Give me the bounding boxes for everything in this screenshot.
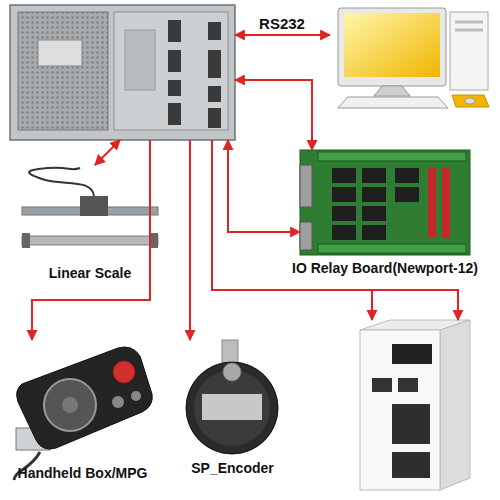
drive-display bbox=[392, 344, 432, 364]
relay bbox=[332, 187, 356, 202]
terminal-block bbox=[318, 244, 466, 253]
device-node: SP_Encoder bbox=[175, 340, 290, 455]
cable-arrow bbox=[189, 140, 191, 340]
capacitor-row bbox=[442, 168, 450, 238]
controller-panel bbox=[10, 5, 235, 140]
relay bbox=[395, 187, 419, 202]
cable-arrow bbox=[95, 140, 120, 165]
db-connector bbox=[300, 222, 312, 250]
handwheel bbox=[44, 379, 96, 431]
controller-board bbox=[114, 12, 228, 130]
relay bbox=[362, 225, 386, 240]
reading-head bbox=[80, 196, 108, 216]
device-node bbox=[10, 5, 235, 140]
pc-tower bbox=[450, 12, 488, 90]
device-node bbox=[360, 320, 470, 490]
port-connector bbox=[168, 103, 181, 125]
scale-bar bbox=[22, 236, 158, 245]
drive-port bbox=[372, 378, 392, 392]
selector-knob bbox=[131, 391, 141, 401]
port-connector bbox=[208, 22, 221, 40]
monitor-frame bbox=[338, 8, 446, 86]
terminal-block bbox=[318, 152, 466, 161]
monitor-screen bbox=[344, 13, 440, 77]
device-node: Handheld Box/MPG bbox=[10, 340, 155, 460]
estop-button bbox=[113, 361, 135, 383]
mpg-body bbox=[17, 347, 153, 449]
monitor-stand bbox=[374, 86, 410, 96]
connection-label: RS232 bbox=[259, 15, 305, 32]
relay bbox=[362, 187, 386, 202]
cable-arrow bbox=[32, 140, 150, 340]
mouse-pad bbox=[452, 95, 489, 107]
port-connector bbox=[208, 50, 221, 78]
port-connector bbox=[168, 20, 181, 42]
scale-end-cap bbox=[22, 233, 30, 248]
device-node bbox=[330, 5, 490, 110]
relay bbox=[362, 206, 386, 221]
scale-cable bbox=[29, 168, 94, 196]
selector-knob bbox=[112, 396, 124, 408]
port-connector bbox=[168, 50, 181, 72]
scale-end-cap bbox=[150, 233, 158, 248]
encoder-nameplate bbox=[202, 394, 262, 420]
drive-side bbox=[440, 320, 470, 490]
device-caption: Handheld Box/MPG bbox=[18, 465, 148, 481]
drive-connector bbox=[392, 452, 430, 478]
mouse bbox=[465, 98, 475, 104]
drive-connector bbox=[392, 404, 430, 444]
device-node: Linear Scale bbox=[20, 165, 160, 260]
cable-arrow bbox=[212, 140, 458, 320]
device-caption: IO Relay Board(Newport-12) bbox=[292, 260, 478, 276]
port-connector bbox=[168, 80, 181, 96]
cable-arrow bbox=[235, 80, 312, 150]
port-connector bbox=[208, 86, 221, 102]
relay bbox=[332, 168, 356, 183]
relay-pcb bbox=[300, 150, 470, 255]
device-node: IO Relay Board(Newport-12) bbox=[300, 150, 470, 255]
power-label-plate bbox=[38, 40, 82, 66]
power-supply bbox=[18, 12, 108, 130]
relay bbox=[362, 168, 386, 183]
capacitor-row bbox=[428, 168, 436, 238]
relay bbox=[332, 206, 356, 221]
encoder-hub bbox=[223, 363, 241, 381]
device-caption: Linear Scale bbox=[49, 265, 132, 281]
cable-arrow bbox=[228, 140, 300, 232]
encoder-body bbox=[186, 362, 278, 454]
drive-slot bbox=[455, 21, 483, 24]
handwheel-hub bbox=[62, 397, 78, 413]
relay bbox=[395, 168, 419, 183]
relay bbox=[332, 225, 356, 240]
drive-port bbox=[398, 378, 418, 392]
device-caption: SP_Encoder bbox=[191, 460, 273, 476]
keyboard bbox=[338, 97, 448, 108]
cable-arrow bbox=[212, 140, 372, 320]
cable-arrow bbox=[235, 34, 330, 36]
drive-slot bbox=[455, 29, 483, 32]
port-connector bbox=[208, 108, 221, 128]
db-connector bbox=[300, 165, 312, 207]
controller-sticker bbox=[125, 30, 155, 90]
drive-front bbox=[360, 330, 440, 490]
